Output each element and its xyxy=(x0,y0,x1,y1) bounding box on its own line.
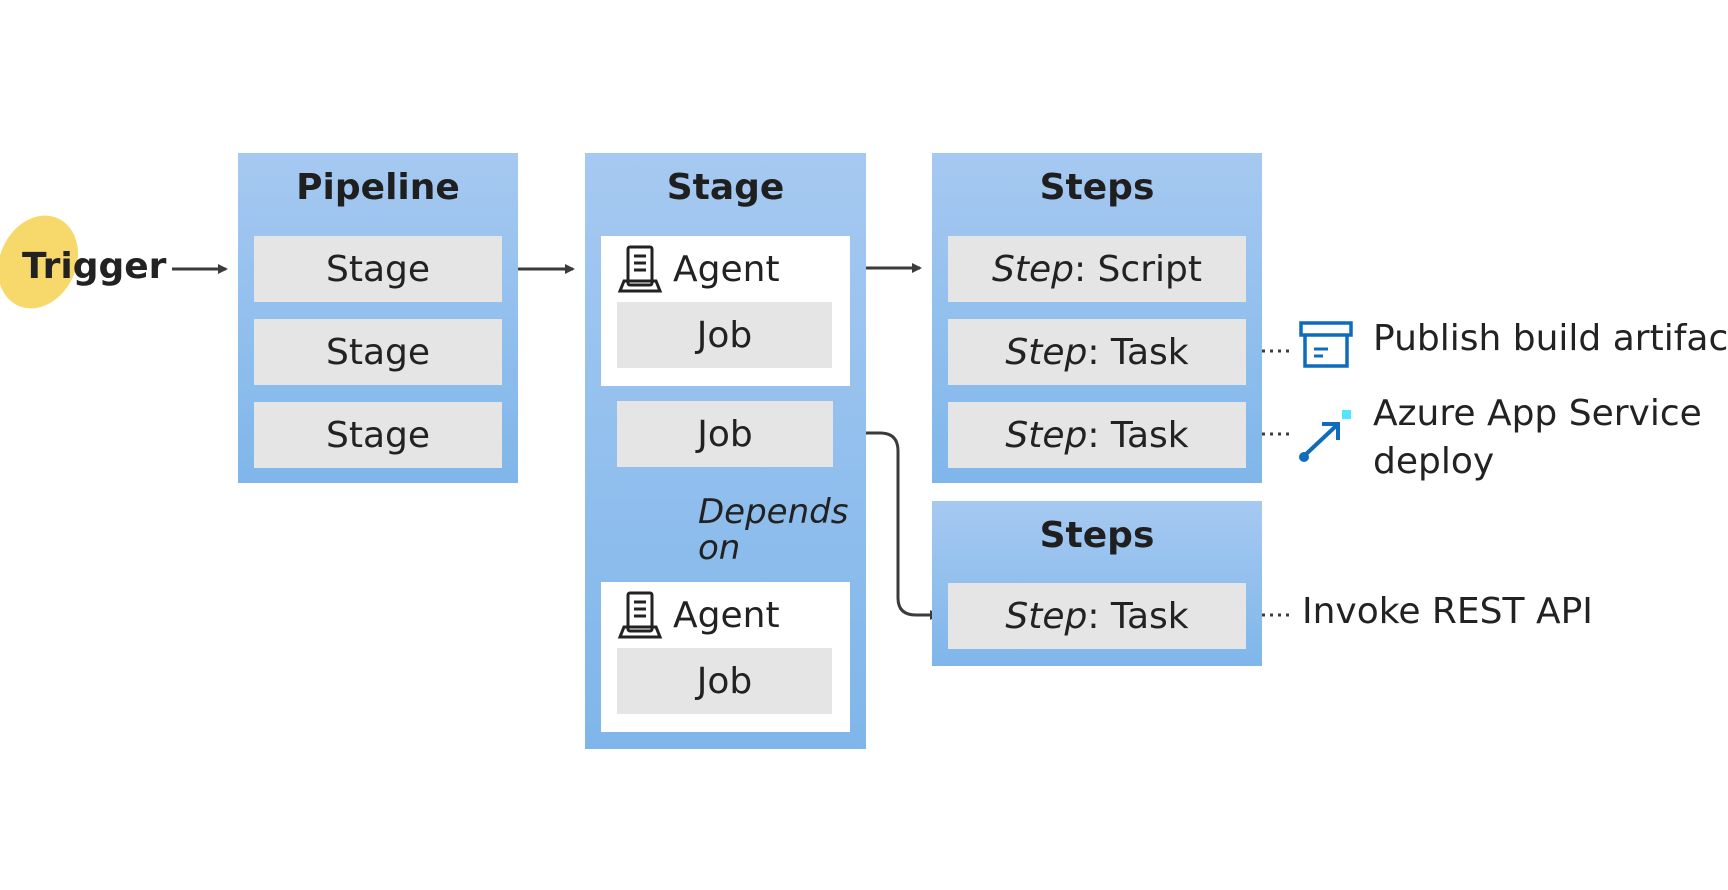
trigger-label: Trigger xyxy=(22,246,167,287)
step-item: Step: Task xyxy=(948,402,1246,468)
step-item: Step: Task xyxy=(948,319,1246,385)
pipeline-title: Pipeline xyxy=(296,167,460,208)
archive-box-icon xyxy=(1299,321,1353,368)
agent-card: Agent Job xyxy=(601,582,850,732)
pipeline-stage-item: Stage xyxy=(254,402,502,468)
stage-panel: Stage Agent Job Job Agent Jo xyxy=(585,153,866,749)
agent-server-icon xyxy=(617,591,663,639)
azure-deploy-label: Azure App Service deploy xyxy=(1373,393,1702,482)
steps-title: Steps xyxy=(1039,167,1155,208)
trigger-blob xyxy=(0,215,78,309)
steps-title: Steps xyxy=(1039,515,1155,556)
job-item: Job xyxy=(617,401,833,467)
pipeline-panel: Pipeline Stage Stage Stage xyxy=(238,153,518,483)
agent-server-icon xyxy=(617,245,663,293)
invoke-rest-api-label: Invoke REST API xyxy=(1302,591,1593,632)
job-item: Job xyxy=(617,302,832,368)
pipeline-stage-item: Stage xyxy=(254,319,502,385)
steps-panel: Steps Step: Script Step: Task Step: Task xyxy=(932,153,1262,483)
agent-label: Agent xyxy=(673,248,780,290)
agent-card: Agent Job xyxy=(601,236,850,386)
azure-deploy-icon xyxy=(1299,410,1351,462)
pipeline-stage-item: Stage xyxy=(254,236,502,302)
stage-title: Stage xyxy=(666,167,785,208)
depends-on-label: Depends on xyxy=(698,492,849,568)
job-item: Job xyxy=(617,648,832,714)
agent-label: Agent xyxy=(673,594,780,636)
step-item: Step: Script xyxy=(948,236,1246,302)
publish-artifact-label: Publish build artifact xyxy=(1373,318,1728,359)
steps-panel: Steps Step: Task xyxy=(932,501,1262,666)
step-item: Step: Task xyxy=(948,583,1246,649)
job-to-steps2-arrow xyxy=(834,431,940,620)
